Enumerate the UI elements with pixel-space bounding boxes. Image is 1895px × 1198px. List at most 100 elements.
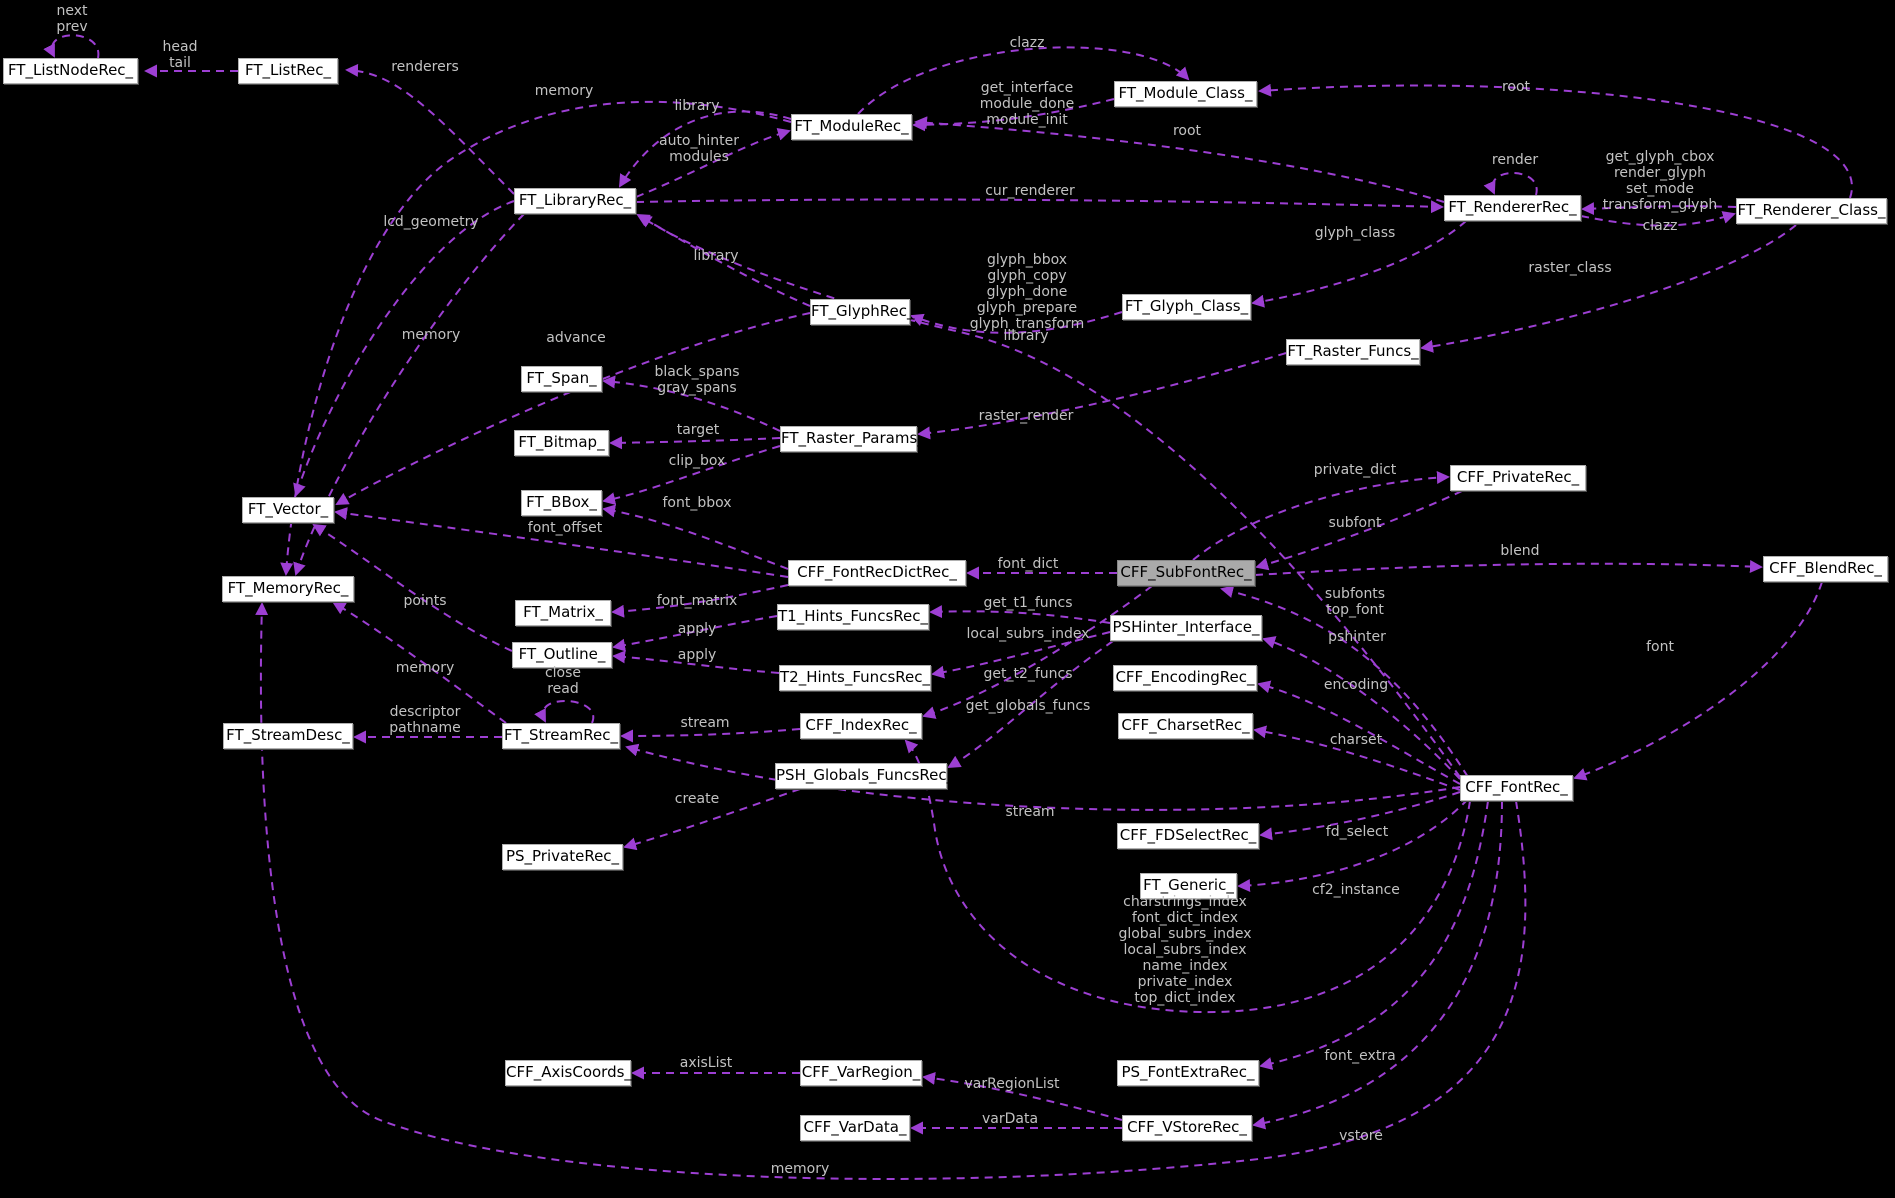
edge-label-pshinter-t1hints: get_t1_funcs — [983, 595, 1073, 611]
edge-label-library-module: auto_hinter modules — [658, 133, 740, 165]
edge-stream-self — [534, 700, 595, 724]
node-cff-blendrec[interactable]: CFF_BlendRec_ — [1763, 556, 1888, 582]
node-cff-varregion[interactable]: CFF_VarRegion_ — [800, 1060, 922, 1086]
edge-label-fontrec-memory-bottom: memory — [770, 1161, 830, 1177]
edge-label-rendererrec-rendererclass: clazz — [1642, 218, 1678, 234]
edge-label-fontrecdict-matrix: font_matrix — [656, 593, 738, 609]
node-cff-fdselectrec[interactable]: CFF_FDSelectRec_ — [1117, 823, 1259, 849]
edge-fontrec-library — [638, 214, 1461, 778]
edge-fontrec-pshinter — [1262, 636, 1461, 780]
edge-label-glyphclass-glyphrec: glyph_bbox glyph_copy glyph_done glyph_p… — [969, 252, 1085, 332]
node-cff-encodingrec[interactable]: CFF_EncodingRec_ — [1113, 665, 1257, 691]
node-pshinter-interface[interactable]: PSHinter_Interface_ — [1110, 615, 1262, 641]
edge-label-fontrecdict-vector: font_offset — [527, 520, 603, 536]
edge-label-rendererclass-moduleclass: root — [1501, 79, 1531, 95]
edge-label-library-listrec: renderers — [391, 59, 459, 75]
edge-label-globals-psprivate: create — [674, 791, 720, 807]
node-ft-streamrec[interactable]: FT_StreamRec_ — [502, 723, 620, 749]
edge-label-module-memory: memory — [534, 83, 594, 99]
node-ft-bitmap[interactable]: FT_Bitmap_ — [514, 430, 609, 456]
node-ft-module-class[interactable]: FT_Module_Class_ — [1114, 81, 1257, 107]
edge-label-fontrec-generic: cf2_instance — [1312, 882, 1400, 898]
edge-rasterparams-bitmap — [609, 436, 781, 450]
node-ft-modulerec[interactable]: FT_ModuleRec_ — [791, 114, 912, 140]
edge-privaterec-subfont — [1255, 490, 1463, 571]
edge-fontrec-charset — [1253, 725, 1461, 791]
node-cff-charsetrec[interactable]: CFF_CharsetRec_ — [1118, 713, 1253, 739]
edge-pshinter-t2hints — [931, 631, 1111, 679]
edge-label-fontrec-vstore: vstore — [1339, 1128, 1383, 1144]
node-ft-renderer-class[interactable]: FT_Renderer_Class_ — [1736, 198, 1887, 224]
node-ft-listrec[interactable]: FT_ListRec_ — [238, 58, 338, 84]
edge-label-listrec-listnode: head tail — [162, 39, 198, 71]
node-ft-memoryrec[interactable]: FT_MemoryRec_ — [222, 576, 354, 602]
edge-label-fontrecdict-bbox: font_bbox — [662, 495, 732, 511]
edge-label-indexrec-streamrec: stream — [680, 715, 730, 731]
node-cff-vardata[interactable]: CFF_VarData_ — [800, 1115, 910, 1141]
edge-label-privaterec-subfont: subfont — [1328, 515, 1382, 531]
edge-label-rendererrec-glyphclass: glyph_class — [1314, 225, 1396, 241]
edge-fontrec-encoding — [1257, 680, 1461, 785]
edge-rasterfuncs-rasterparams — [917, 352, 1287, 440]
node-ft-generic[interactable]: FT_Generic_ — [1140, 873, 1237, 899]
edge-label-fontrec-pshinter: pshinter — [1328, 629, 1386, 645]
node-psh-globals-funcsrec[interactable]: PSH_Globals_FuncsRec_ — [775, 763, 954, 789]
edge-label-subfont-indexrec: local_subrs_index — [966, 626, 1090, 642]
edge-label-subfont-fontrecdict: font_dict — [997, 556, 1059, 572]
edge-label-fontrec-streamrec: stream — [1005, 804, 1055, 820]
edge-label-fontrec-fontextra: font_extra — [1324, 1048, 1396, 1064]
edge-label-glyphrec-library: library — [693, 248, 739, 264]
edge-pshinter-globals — [947, 640, 1114, 768]
node-cff-subfontrec: CFF_SubFontRec_ — [1117, 560, 1255, 586]
edge-library-rendererrec — [635, 198, 1444, 214]
node-ft-bbox[interactable]: FT_BBox_ — [521, 490, 602, 516]
node-t2-hints-funcsrec[interactable]: T2_Hints_FuncsRec_ — [779, 665, 931, 691]
node-ps-privaterec[interactable]: PS_PrivateRec_ — [502, 844, 623, 870]
node-ft-raster-funcs[interactable]: FT_Raster_Funcs_ — [1286, 339, 1420, 365]
node-ps-fontextrarec[interactable]: PS_FontExtraRec_ — [1117, 1060, 1259, 1086]
edge-module-moduleclass — [857, 46, 1190, 115]
edge-subfont-blendrec — [1254, 560, 1763, 576]
edge-rendererrec-glyphclass — [1251, 220, 1467, 308]
edge-fontrec-subfont — [1220, 585, 1469, 778]
edge-renderer-self — [1483, 172, 1538, 196]
edge-label-t1hints-outline: apply — [677, 621, 717, 637]
edge-label-fontrec-subfont: subfonts top_font — [1324, 586, 1386, 618]
node-ft-glyph-class[interactable]: FT_Glyph_Class_ — [1122, 294, 1251, 320]
node-ft-glyphrec[interactable]: FT_GlyphRec_ — [810, 299, 914, 325]
edge-fontrec-memory-bottom — [255, 602, 1527, 1180]
node-cff-fontrecdictrec[interactable]: CFF_FontRecDictRec_ — [788, 560, 966, 586]
edge-subfont-indexrec — [922, 585, 1153, 719]
node-cff-indexrec[interactable]: CFF_IndexRec_ — [800, 713, 922, 739]
node-ft-outline[interactable]: FT_Outline_ — [512, 642, 612, 668]
edge-outline-vector — [312, 523, 513, 652]
edge-fontrecdict-vector — [334, 507, 789, 578]
node-cff-vstorerec[interactable]: CFF_VStoreRec_ — [1122, 1115, 1252, 1141]
node-ft-libraryrec[interactable]: FT_LibraryRec_ — [514, 188, 636, 214]
node-ft-span[interactable]: FT_Span_ — [521, 366, 602, 392]
node-ft-raster-params[interactable]: FT_Raster_Params_ — [780, 426, 925, 452]
edge-label-rasterfuncs-rasterparams: raster_render — [978, 408, 1074, 424]
edge-blendrec-fontrec — [1573, 581, 1823, 781]
node-cff-privaterec[interactable]: CFF_PrivateRec_ — [1450, 465, 1586, 491]
node-t1-hints-funcsrec[interactable]: T1_Hints_FuncsRec_ — [777, 604, 929, 630]
edge-label-vstore-varregion: varRegionList — [964, 1076, 1060, 1092]
edge-label-pshinter-globals: get_globals_funcs — [965, 698, 1091, 714]
node-ft-listnoderec[interactable]: FT_ListNodeRec_ — [3, 58, 138, 84]
edge-label-listnode-self: next prev — [56, 3, 88, 35]
node-ft-streamdesc[interactable]: FT_StreamDesc_ — [223, 723, 353, 749]
edge-fontrec-fontextra — [1259, 800, 1489, 1070]
edge-label-glyphrec-vector: advance — [546, 330, 606, 346]
edge-glyphrec-vector — [335, 312, 811, 505]
node-cff-axiscoords[interactable]: CFF_AxisCoords_ — [505, 1060, 632, 1086]
node-ft-matrix[interactable]: FT_Matrix_ — [515, 600, 611, 626]
edge-rendererrec-module — [914, 116, 1445, 203]
edge-t2hints-outline — [612, 650, 780, 674]
edge-label-module-moduleclass: clazz — [1009, 35, 1045, 51]
edge-label-moduleclass-module: get_interface module_done module_init — [979, 80, 1075, 128]
edge-label-rendererclass-rendererrec: get_glyph_cbox render_glyph set_mode tra… — [1602, 149, 1718, 213]
node-ft-rendererrec[interactable]: FT_RendererRec_ — [1444, 195, 1581, 221]
node-cff-fontrec[interactable]: CFF_FontRec_ — [1460, 775, 1573, 801]
node-ft-vector[interactable]: FT_Vector_ — [242, 497, 334, 523]
